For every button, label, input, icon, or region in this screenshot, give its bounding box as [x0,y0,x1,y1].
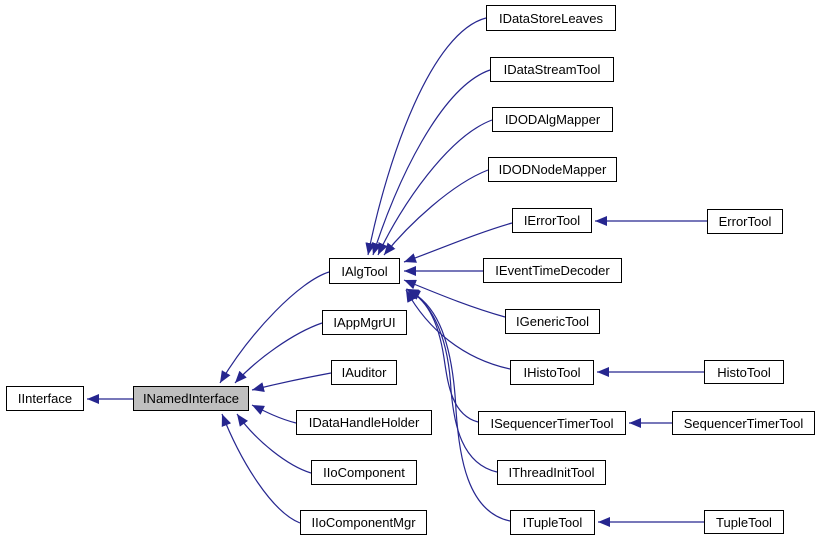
class-node-IIoComponent[interactable]: IIoComponent [311,460,417,485]
class-node-label: IEventTimeDecoder [495,263,610,278]
class-node-IDataHandleHolder[interactable]: IDataHandleHolder [296,410,432,435]
class-node-label: IAppMgrUI [333,315,396,330]
class-node-IHistoTool[interactable]: IHistoTool [510,360,594,385]
edge-IAlgTool-to-INamedInterface [219,271,330,384]
class-node-label: IAlgTool [341,263,388,279]
edge-IGenericTool-to-IAlgTool [403,279,506,318]
class-node-IThreadInitTool[interactable]: IThreadInitTool [497,460,606,485]
class-node-IAppMgrUI[interactable]: IAppMgrUI [322,310,407,335]
class-node-ISequencerTimerTool[interactable]: ISequencerTimerTool [478,411,626,435]
edge-IDataHandleHolder-to-INamedInterface [251,404,297,424]
class-node-HistoTool[interactable]: HistoTool [704,360,784,384]
class-node-label: IErrorTool [523,213,581,228]
edge-IErrorTool-to-IAlgTool [403,222,513,263]
class-node-label: IDODNodeMapper [498,162,607,177]
class-node-IIoComponentMgr[interactable]: IIoComponentMgr [300,510,427,535]
class-node-IDODAlgMapper[interactable]: IDODAlgMapper [492,107,613,132]
edge-IThreadInitTool-to-IAlgTool [406,288,498,473]
class-node-label: HistoTool [717,364,771,380]
class-node-ITupleTool[interactable]: ITupleTool [510,510,595,535]
class-node-label: IHistoTool [523,365,581,380]
edge-IDataStreamTool-to-IAlgTool [371,69,491,256]
edge-IHistoTool-to-IAlgTool [405,289,511,370]
class-node-label: IDataHandleHolder [308,415,420,430]
class-node-label: IDataStoreLeaves [498,10,604,26]
edge-IAppMgrUI-to-INamedInterface [234,322,323,384]
edge-IDODNodeMapper-to-IAlgTool [383,169,489,256]
class-node-label: ErrorTool [718,214,772,229]
class-node-label: IInterface [17,391,73,406]
class-node-IAuditor[interactable]: IAuditor [331,360,397,385]
class-node-label: IAuditor [341,365,387,380]
class-node-label: ISequencerTimerTool [490,415,614,431]
class-node-TupleTool[interactable]: TupleTool [704,510,784,534]
class-node-IDataStreamTool[interactable]: IDataStreamTool [490,57,614,82]
class-node-IDataStoreLeaves[interactable]: IDataStoreLeaves [486,5,616,31]
class-node-label: IIoComponentMgr [311,515,416,530]
class-node-label: IDODAlgMapper [504,112,601,127]
edge-IIoComponentMgr-to-INamedInterface [221,413,301,524]
class-node-SequencerTimerTool[interactable]: SequencerTimerTool [672,411,815,435]
class-node-IGenericTool[interactable]: IGenericTool [505,309,600,334]
class-node-label: SequencerTimerTool [683,415,804,431]
edge-ITupleTool-to-IAlgTool [407,289,511,522]
edge-IAuditor-to-INamedInterface [251,372,332,392]
class-node-label: ITupleTool [522,515,583,530]
class-node-label: INamedInterface [142,391,240,406]
class-node-INamedInterface[interactable]: INamedInterface [133,386,249,411]
edge-ISequencerTimerTool-to-IAlgTool [405,288,479,423]
class-node-ErrorTool[interactable]: ErrorTool [707,209,783,234]
class-node-label: IThreadInitTool [508,465,595,480]
class-node-IAlgTool[interactable]: IAlgTool [329,258,400,284]
edge-IDODAlgMapper-to-IAlgTool [377,119,493,256]
class-node-IInterface[interactable]: IInterface [6,386,84,411]
class-node-label: IIoComponent [323,465,405,480]
class-node-label: IDataStreamTool [503,62,601,77]
class-node-IDODNodeMapper[interactable]: IDODNodeMapper [488,157,617,182]
class-node-IEventTimeDecoder[interactable]: IEventTimeDecoder [483,258,622,283]
class-node-label: TupleTool [716,514,772,530]
class-node-label: IGenericTool [516,314,589,329]
edge-IDataStoreLeaves-to-IAlgTool [365,17,487,256]
class-node-IErrorTool[interactable]: IErrorTool [512,208,592,233]
